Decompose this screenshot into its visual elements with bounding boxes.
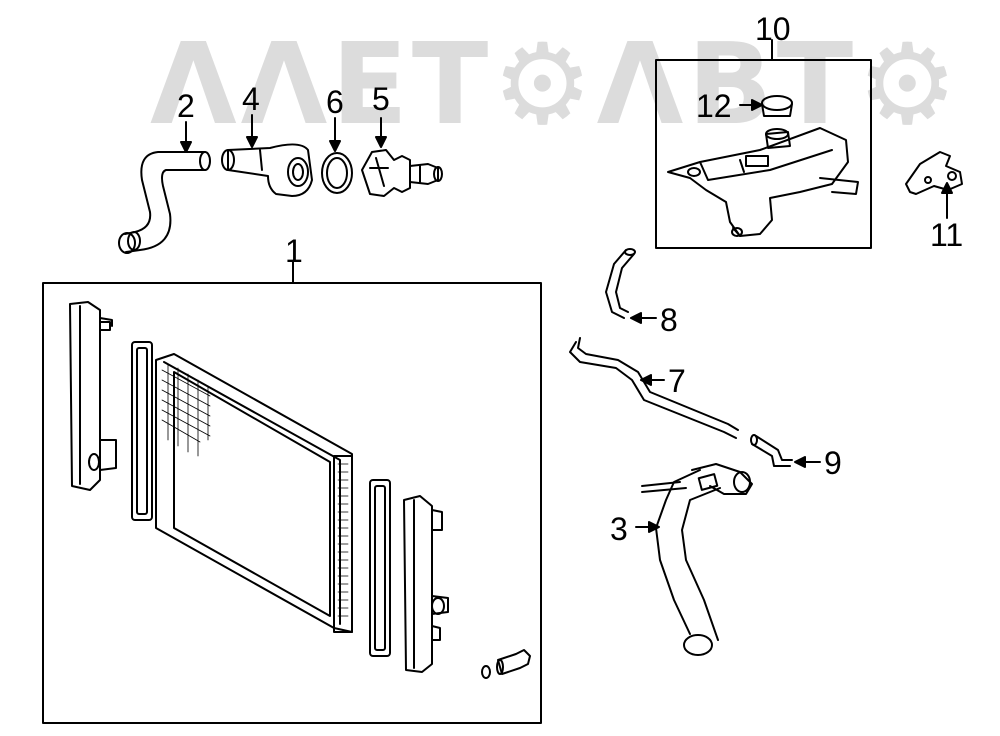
callout-4: 4 — [242, 81, 260, 117]
callout-1: 1 — [285, 233, 303, 269]
callout-6: 6 — [326, 84, 344, 120]
arrowhead-9 — [794, 456, 806, 468]
arrowhead-8 — [630, 312, 642, 324]
radiator-left-seal — [131, 341, 153, 521]
callout-8: 8 — [660, 302, 678, 338]
callout-11: 11 — [930, 217, 963, 253]
arrowhead-6 — [329, 140, 341, 152]
upper-hose — [118, 151, 211, 254]
callout-2: 2 — [177, 88, 195, 124]
radiator-right-tank — [403, 495, 449, 673]
reservoir-bracket — [905, 151, 963, 195]
callout-12: 12 — [696, 88, 732, 124]
radiator-core-fins — [161, 363, 349, 617]
radiator-left-tank — [69, 301, 117, 491]
arrowhead-3 — [648, 521, 660, 533]
reservoir-cap — [761, 95, 793, 117]
thermostat-gasket — [321, 152, 353, 194]
reservoir-group-box — [655, 59, 872, 249]
radiator-group-box — [42, 282, 542, 724]
arrowhead-4 — [246, 136, 258, 148]
callout-9: 9 — [824, 445, 842, 481]
callout-5: 5 — [372, 81, 390, 117]
arrowhead-11 — [941, 182, 953, 194]
bypass-hose — [750, 434, 793, 467]
reservoir-hose-small — [605, 248, 636, 319]
coolant-reservoir — [667, 127, 859, 237]
arrowhead-2 — [180, 141, 192, 153]
lower-hose — [641, 463, 753, 656]
thermostat — [361, 149, 443, 197]
water-inlet-housing — [221, 143, 313, 197]
arrowhead-7 — [640, 374, 652, 386]
arrowhead-5 — [375, 136, 387, 148]
bypass-pipe — [569, 337, 739, 439]
radiator-right-seal — [369, 479, 391, 657]
callout-7: 7 — [668, 363, 686, 399]
drain-plug — [481, 649, 531, 679]
callout-10: 10 — [755, 11, 791, 47]
arrowhead-12 — [751, 99, 763, 111]
radiator-core — [155, 353, 353, 633]
callout-3: 3 — [610, 511, 628, 547]
